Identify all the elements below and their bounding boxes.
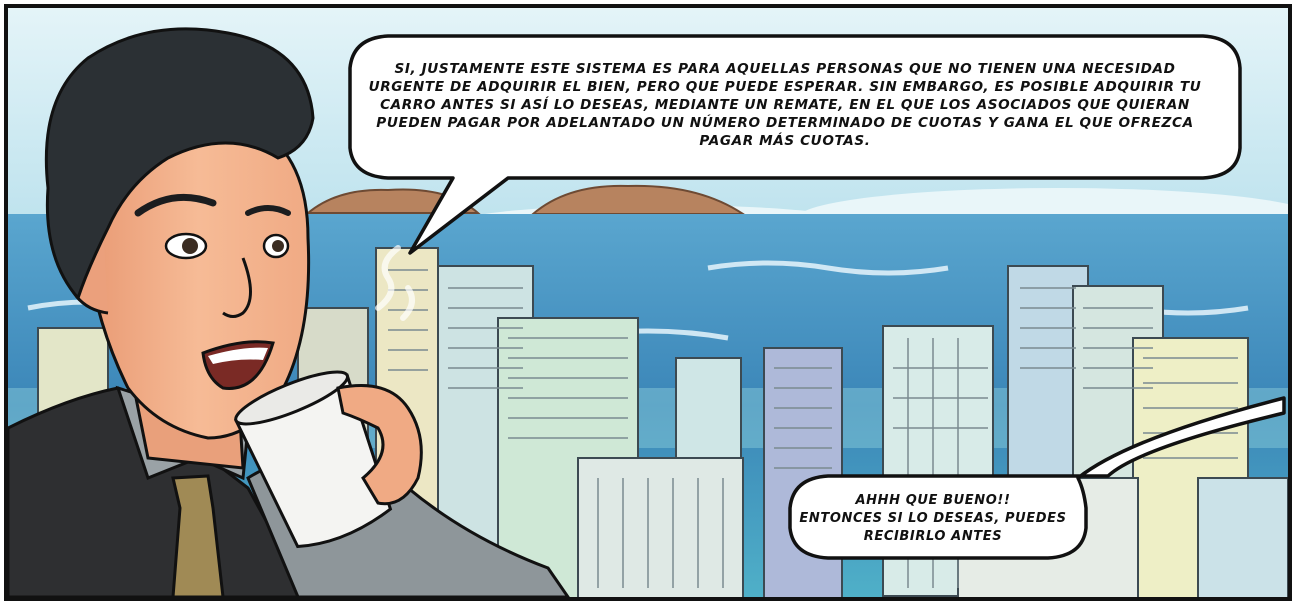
man-teeth [208,347,268,364]
building-windows [388,269,1238,588]
comic-panel: Si, justamente este sistema es para aque… [4,4,1292,601]
speech-text-top: Si, justamente este sistema es para aque… [368,61,1202,149]
man-hand [336,384,423,506]
speech-bubble-top [348,34,1242,255]
man-nose [222,257,252,318]
man-vest [8,386,310,597]
man-pupil [182,238,198,254]
steam [375,245,415,321]
island [530,184,747,215]
scene-illustration [8,8,1288,597]
man-tie [171,474,225,597]
man-hair [44,27,315,301]
man-eyebrow [245,205,291,216]
speech-bubble-bottom [788,396,1286,560]
man-eyebrow [134,193,217,217]
man-pupil [272,240,284,252]
speech-text-bottom: Ahhh que bueno!! Entonces si lo deseas, … [799,493,1067,544]
